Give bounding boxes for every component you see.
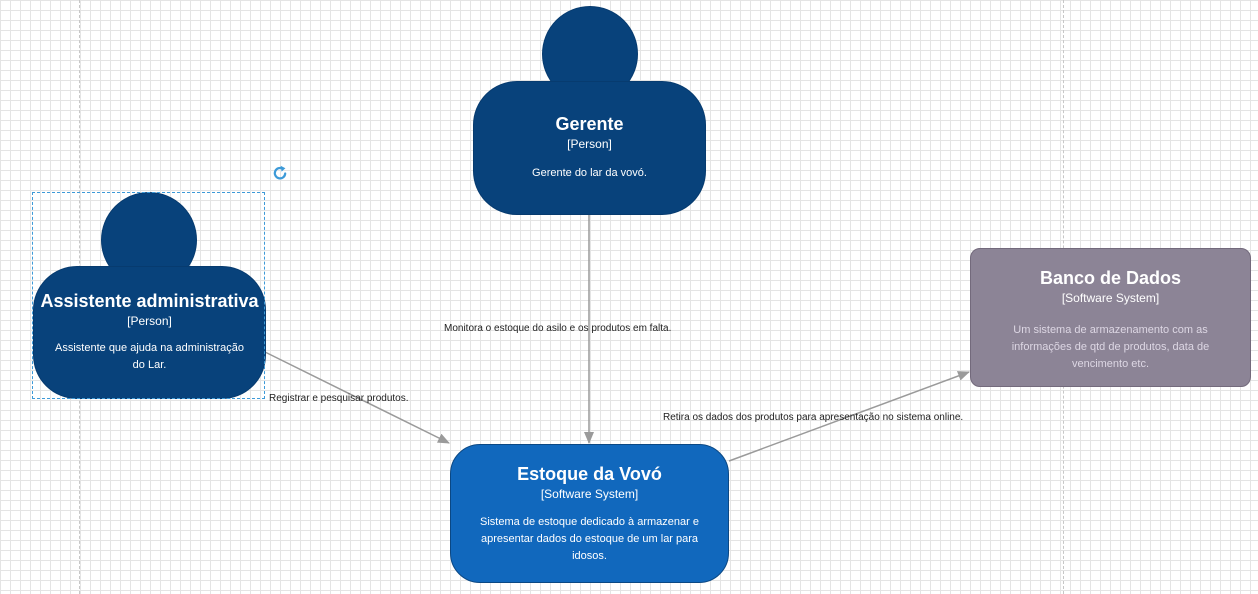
assistente-type: [Person] bbox=[127, 314, 172, 328]
edge-estoque-banco[interactable] bbox=[728, 371, 970, 462]
estoque-description: Sistema de estoque dedicado à armazenar … bbox=[480, 516, 699, 562]
edge-assistente-estoque[interactable] bbox=[264, 351, 450, 444]
selection-box[interactable] bbox=[32, 192, 265, 399]
estoque-type: [Software System] bbox=[540, 487, 639, 501]
edge-label-estoque-banco: Retira os dados dos produtos para aprese… bbox=[663, 412, 964, 423]
assistente-description: Assistente que ajuda na administração do… bbox=[55, 342, 244, 371]
gerente-node[interactable]: Gerente [Person] Gerente do lar da vovó. bbox=[473, 81, 706, 215]
estoque-node[interactable]: Estoque da Vovó [Software System] Sistem… bbox=[450, 444, 729, 583]
banco-node[interactable]: Banco de Dados [Software System] Um sist… bbox=[970, 248, 1251, 387]
assistente-node[interactable]: Assistente administrativa [Person] Assis… bbox=[33, 266, 266, 399]
assistente-title: Assistente administrativa bbox=[40, 291, 259, 311]
estoque-title: Estoque da Vovó bbox=[517, 464, 662, 484]
rotate-icon[interactable] bbox=[271, 164, 289, 182]
edge-label-gerente-estoque: Monitora o estoque do asilo e os produto… bbox=[444, 323, 672, 334]
banco-description: Um sistema de armazenamento com as infor… bbox=[1011, 324, 1210, 370]
gerente-type: [Person] bbox=[567, 137, 612, 151]
banco-title: Banco de Dados bbox=[1039, 268, 1182, 288]
banco-type: [Software System] bbox=[1061, 291, 1160, 305]
gerente-title: Gerente bbox=[555, 114, 624, 134]
edge-label-assistente-estoque: Registrar e pesquisar produtos. bbox=[269, 393, 409, 404]
gerente-description: Gerente do lar da vovó. bbox=[532, 167, 647, 179]
